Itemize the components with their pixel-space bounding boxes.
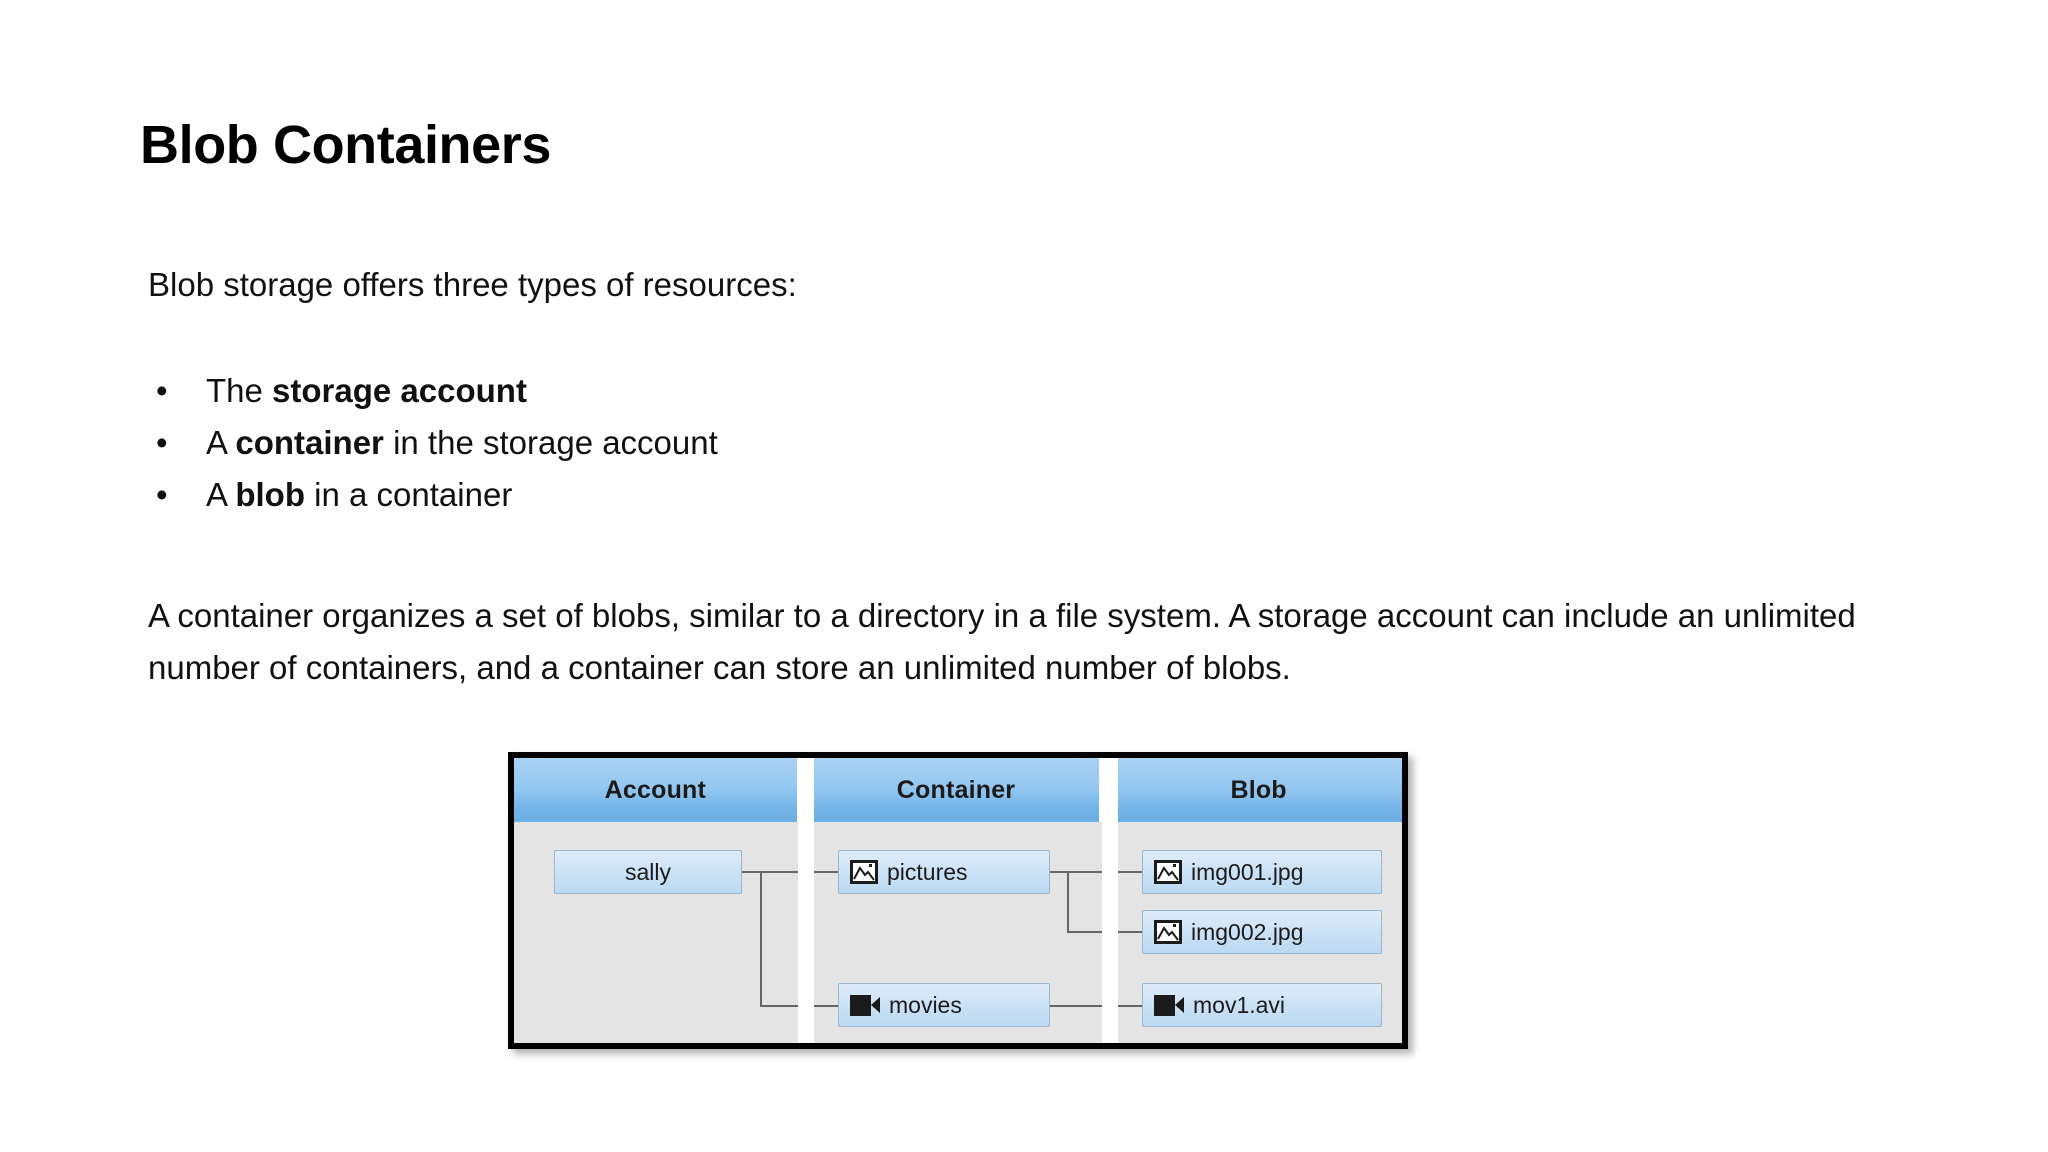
blob-hierarchy-diagram: Account Container Blob xyxy=(508,752,1408,1049)
bullet-text-prefix: A xyxy=(206,424,236,461)
page-title: Blob Containers xyxy=(140,115,552,175)
intro-paragraph: Blob storage offers three types of resou… xyxy=(148,266,797,303)
column-header-label: Container xyxy=(896,775,1016,804)
bullet-marker-icon: • xyxy=(156,424,168,461)
picture-icon xyxy=(1154,860,1182,884)
list-item: • A blob in a container xyxy=(148,469,1448,521)
node-label: pictures xyxy=(887,858,968,885)
diagram-column-header-account: Account xyxy=(514,758,797,822)
column-header-label: Account xyxy=(604,775,707,804)
node-label: movies xyxy=(889,991,962,1018)
diagram-column-header-blob: Blob xyxy=(1115,758,1402,822)
node-label: img002.jpg xyxy=(1191,918,1304,945)
bullet-text-suffix: in the storage account xyxy=(383,424,718,461)
video-icon xyxy=(850,994,880,1016)
column-gutter xyxy=(1102,758,1118,1043)
node-label: mov1.avi xyxy=(1193,991,1286,1018)
bullet-text-prefix: The xyxy=(206,372,273,409)
bullet-text-suffix: in a container xyxy=(305,476,513,513)
diagram-node-mov1[interactable]: mov1.avi xyxy=(1142,983,1382,1027)
diagram-column-header-container: Container xyxy=(812,758,1100,822)
resource-bullet-list: • The storage account • A container in the… xyxy=(148,365,1448,521)
bullet-text-strong: container xyxy=(235,424,384,461)
diagram-node-sally[interactable]: sally xyxy=(554,850,742,894)
node-label: sally xyxy=(624,858,671,885)
connector-movies-to-mov1 xyxy=(1050,1005,1142,1007)
list-item: • The storage account xyxy=(148,365,1448,417)
video-icon xyxy=(1154,994,1184,1016)
node-label: img001.jpg xyxy=(1191,858,1304,885)
bullet-marker-icon: • xyxy=(156,476,168,513)
bullet-text-strong: storage account xyxy=(272,372,527,409)
picture-icon xyxy=(1154,920,1182,944)
connector-pictures-vertical xyxy=(1067,871,1069,933)
list-item: • A container in the storage account xyxy=(148,417,1448,469)
diagram-node-img002[interactable]: img002.jpg xyxy=(1142,910,1382,954)
diagram-body: Account Container Blob xyxy=(514,758,1402,1043)
connector-sally-vertical xyxy=(760,871,762,1007)
picture-icon xyxy=(850,860,878,884)
bullet-text-prefix: A xyxy=(206,476,236,513)
column-header-label: Blob xyxy=(1230,775,1287,804)
column-gutter xyxy=(798,758,814,1043)
connector-pictures-to-img001 xyxy=(1050,871,1142,873)
connector-sally-to-pictures xyxy=(742,871,838,873)
diagram-node-img001[interactable]: img001.jpg xyxy=(1142,850,1382,894)
diagram-node-movies[interactable]: movies xyxy=(838,983,1050,1027)
bullet-marker-icon: • xyxy=(156,372,168,409)
bullet-text-strong: blob xyxy=(235,476,306,513)
diagram-header-row: Account Container Blob xyxy=(514,758,1402,822)
diagram-node-pictures[interactable]: pictures xyxy=(838,850,1050,894)
body-paragraph: A container organizes a set of blobs, si… xyxy=(148,597,1856,686)
